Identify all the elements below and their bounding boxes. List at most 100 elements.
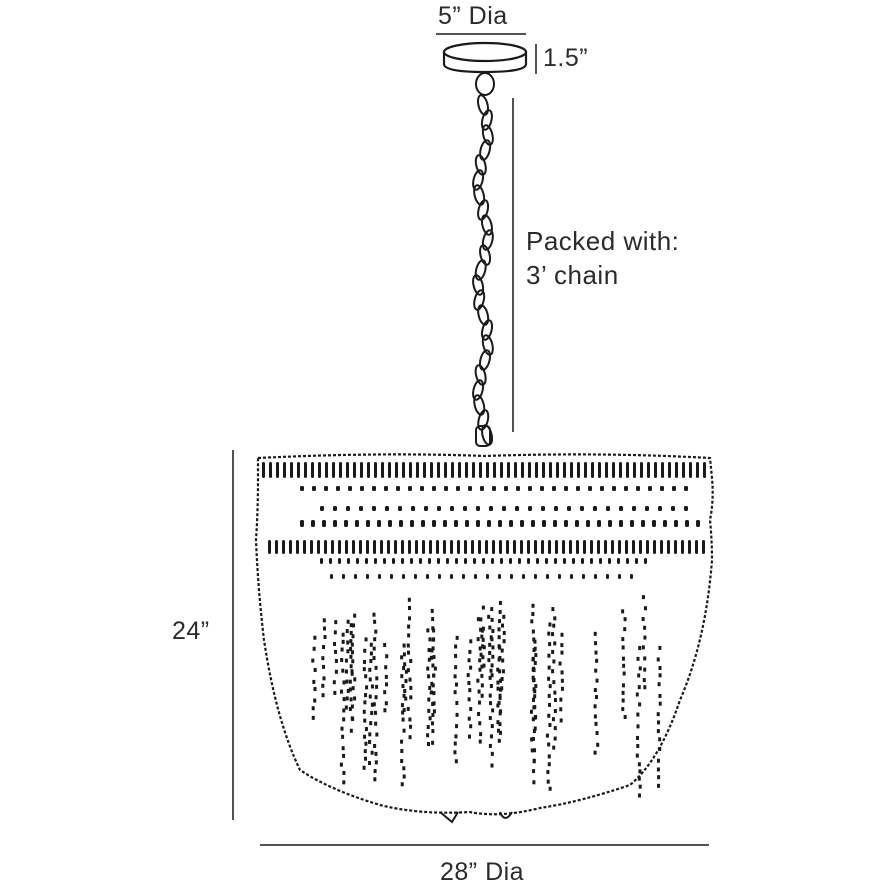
bead — [384, 486, 388, 491]
bead — [635, 558, 638, 564]
strand-bead — [657, 720, 661, 725]
strand-bead — [374, 665, 378, 670]
top-bead — [332, 462, 335, 478]
bead — [426, 574, 429, 579]
strand-bead — [401, 684, 405, 689]
bead — [420, 486, 424, 491]
strand-bead — [407, 624, 411, 629]
strand-bead — [432, 691, 436, 696]
chain-link — [477, 304, 490, 326]
strand-bead — [534, 714, 538, 719]
top-bead — [521, 462, 524, 478]
strand-bead — [342, 780, 346, 785]
bead — [411, 506, 415, 511]
strand-bead — [595, 678, 599, 683]
top-bead — [423, 462, 426, 478]
strand-bead — [560, 670, 564, 675]
strand-bead — [363, 718, 367, 723]
bead — [414, 574, 417, 579]
chain-link — [481, 319, 494, 341]
strand-bead — [641, 617, 645, 622]
strand-bead — [553, 709, 557, 714]
top-bead — [654, 462, 657, 478]
top-bead — [339, 462, 342, 478]
strand-bead — [400, 758, 404, 763]
bead — [612, 486, 616, 491]
strand-bead — [478, 646, 482, 651]
strand-bead — [658, 645, 662, 650]
strand-bead — [657, 775, 661, 780]
bead — [618, 574, 621, 579]
strand-bead — [311, 658, 315, 663]
strand-bead — [468, 688, 472, 693]
bead — [564, 486, 568, 491]
strand-bead — [453, 690, 457, 695]
strand-bead — [368, 732, 372, 737]
bead — [398, 506, 402, 511]
top-bead — [535, 462, 538, 478]
top-bead — [360, 462, 363, 478]
bead — [658, 506, 662, 511]
strand-bead — [636, 744, 640, 749]
strand-bead — [621, 656, 625, 661]
strand-bead — [383, 708, 387, 713]
strand-bead — [531, 675, 535, 680]
bead — [528, 506, 532, 511]
strand-bead — [490, 663, 494, 668]
bead — [410, 558, 413, 564]
strand-bead — [498, 730, 502, 735]
strand-bead — [552, 680, 556, 685]
strand-bead — [498, 600, 502, 605]
strand-bead — [594, 650, 598, 655]
strand-bead — [658, 701, 662, 706]
strand-bead — [333, 641, 337, 646]
strand-bead — [595, 731, 599, 736]
strand-bead — [491, 708, 495, 713]
strand-bead — [334, 658, 338, 663]
strand-bead — [432, 655, 436, 660]
strand-bead — [643, 667, 647, 672]
bead — [392, 558, 395, 564]
middle-bead — [688, 540, 691, 554]
strand-bead — [454, 665, 458, 670]
strand-bead — [342, 680, 346, 685]
middle-bead — [576, 540, 579, 554]
strand-bead — [349, 646, 353, 651]
bead — [408, 486, 412, 491]
strand-bead — [427, 708, 431, 713]
bead — [528, 486, 532, 491]
bead — [660, 486, 664, 491]
top-bead — [661, 462, 664, 478]
strand-bead — [453, 741, 457, 746]
middle-bead — [485, 540, 488, 554]
strand-bead — [373, 769, 377, 774]
middle-bead — [303, 540, 306, 554]
strand-bead — [497, 728, 501, 733]
top-bead — [563, 462, 566, 478]
top-bead — [696, 462, 699, 478]
bead — [410, 520, 414, 527]
strand-bead — [547, 762, 551, 767]
strand-bead — [340, 657, 344, 662]
strand-bead — [322, 676, 326, 681]
middle-bead — [338, 540, 341, 554]
strand-bead — [383, 642, 387, 647]
strand-bead — [431, 729, 435, 734]
middle-bead — [534, 540, 537, 554]
bead — [636, 486, 640, 491]
strand-bead — [400, 655, 404, 660]
strand-bead — [489, 734, 493, 739]
strand-bead — [375, 684, 379, 689]
strand-bead — [349, 697, 353, 702]
strand-bead — [349, 728, 353, 733]
strand-bead — [374, 695, 378, 700]
middle-bead — [499, 540, 502, 554]
top-bead — [416, 462, 419, 478]
strand-bead — [480, 673, 484, 678]
strand-bead — [345, 629, 349, 634]
bead — [346, 506, 350, 511]
chain-link — [472, 274, 485, 296]
strand-bead — [469, 724, 473, 729]
strand-bead — [547, 754, 551, 759]
strand-bead — [323, 635, 327, 640]
